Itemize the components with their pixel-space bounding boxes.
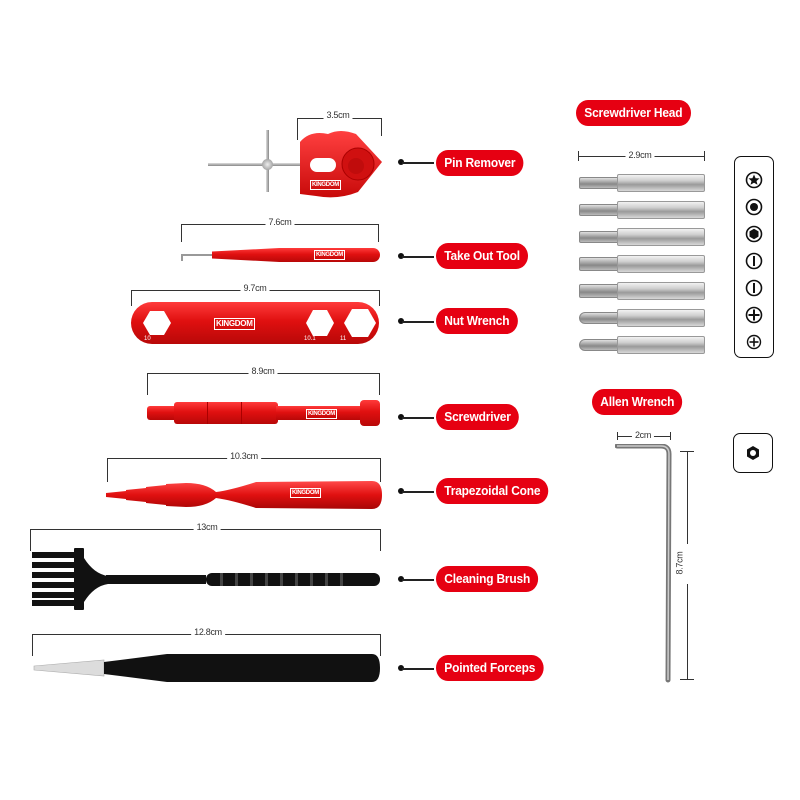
pin-remover-dimension: 3.5cm: [323, 110, 353, 121]
bit-shank: [617, 282, 705, 300]
pointed-forceps-dimension: 12.8cm: [191, 627, 225, 638]
size-label-10-1: 10.1: [304, 336, 316, 342]
leader-line: [402, 162, 434, 164]
dim-tick: [380, 458, 381, 482]
dim-gap: [681, 544, 693, 584]
dim-tick: [381, 118, 382, 136]
label-take-out-tool: Take Out Tool: [436, 243, 529, 269]
leader-dot: [398, 159, 404, 165]
grip-divider: [207, 402, 208, 424]
bit-shank: [617, 228, 705, 246]
screwdriver-cap: [360, 400, 380, 426]
hex-nut-icon: [747, 446, 759, 460]
screwdriver-dimension: 8.9cm: [248, 366, 278, 377]
brand-logo: KINGDOM: [306, 409, 337, 419]
dim-tick: [380, 529, 381, 551]
label-cleaning-brush: Cleaning Brush: [436, 566, 539, 592]
leader-dot: [398, 665, 404, 671]
leader-line: [402, 321, 434, 323]
dim-tick: [704, 151, 705, 161]
dim-tick: [617, 432, 618, 440]
label-screwdriver: Screwdriver: [436, 404, 520, 430]
leader-line: [402, 579, 434, 581]
dim-tick: [578, 151, 579, 161]
brand-logo: KINGDOM: [290, 488, 321, 498]
leader-line: [402, 256, 434, 258]
brand-logo: KINGDOM: [314, 250, 345, 260]
dim-tick: [378, 224, 379, 242]
cleaning-brush-body: [32, 548, 380, 610]
brand-logo: KINGDOM: [310, 180, 341, 190]
allen-icon-panel: [733, 433, 773, 473]
label-pointed-forceps: Pointed Forceps: [436, 655, 544, 681]
leader-dot: [398, 488, 404, 494]
size-label-11: 11: [340, 336, 347, 342]
dim-tick: [297, 118, 298, 140]
dim-tick: [30, 529, 31, 551]
label-nut-wrench: Nut Wrench: [436, 308, 518, 334]
dim-tick: [32, 634, 33, 656]
allen-wrench-body: [615, 444, 672, 683]
torx-star-icon: [745, 171, 763, 189]
dim-tick: [379, 373, 380, 395]
hook-wire: [182, 254, 214, 256]
nut-wrench-body: [131, 302, 379, 344]
dim-tick: [670, 432, 671, 440]
bit-shank: [617, 255, 705, 273]
screwdriver-grip: [174, 402, 278, 424]
slotted-icon: [745, 252, 763, 270]
trapezoidal-cone-body: [106, 481, 382, 509]
bit-shank: [617, 336, 705, 354]
take-out-tool-dimension: 7.6cm: [265, 217, 295, 228]
trapezoidal-cone-dimension: 10.3cm: [227, 451, 261, 462]
pointed-forceps-body: [33, 654, 380, 682]
leader-dot: [398, 576, 404, 582]
dim-tick: [680, 679, 694, 680]
screwdriver-tip: [147, 406, 177, 420]
leader-dot: [398, 414, 404, 420]
dim-tick: [147, 373, 148, 395]
bit-shank: [617, 174, 705, 192]
take-out-tool-handle: [212, 248, 380, 262]
bit-type-icon-panel: [734, 156, 774, 358]
size-label-10: 10: [144, 336, 151, 342]
nut-wrench-dimension: 9.7cm: [240, 283, 270, 294]
bit-shank: [617, 309, 705, 327]
pin-remover-hub: [262, 159, 273, 170]
leader-dot: [398, 253, 404, 259]
dim-tick: [379, 290, 380, 306]
allen-wrench-width-dimension: 2cm: [631, 430, 655, 441]
leader-dot: [398, 318, 404, 324]
phillips-large-icon: [745, 306, 763, 324]
label-allen-wrench: Allen Wrench: [592, 389, 683, 415]
dim-tick: [107, 458, 108, 482]
hex-holes: [143, 309, 376, 337]
dim-tick: [131, 290, 132, 306]
grip-divider: [241, 402, 242, 424]
leader-line: [402, 417, 434, 419]
bit-shank: [617, 201, 705, 219]
leader-line: [402, 668, 434, 670]
leader-line: [402, 491, 434, 493]
screwdriver-head-dimension: 2.9cm: [625, 150, 655, 161]
slotted-icon: [745, 279, 763, 297]
hook-tip: [181, 254, 183, 261]
screwdriver-shaft: [276, 406, 364, 420]
phillips-small-icon: [746, 334, 762, 350]
label-pin-remover: Pin Remover: [436, 150, 524, 176]
brand-logo: KINGDOM: [214, 318, 255, 330]
label-screwdriver-head: Screwdriver Head: [576, 100, 691, 126]
hex-small-icon: [745, 198, 763, 216]
label-trapezoidal-cone: Trapezoidal Cone: [436, 478, 549, 504]
pin-remover-shaft: [208, 163, 303, 166]
cleaning-brush-dimension: 13cm: [193, 522, 221, 533]
dim-tick: [380, 634, 381, 656]
allen-wrench-height-dimension: 8.7cm: [674, 551, 685, 575]
hex-large-icon: [745, 225, 763, 243]
dim-tick: [181, 224, 182, 242]
